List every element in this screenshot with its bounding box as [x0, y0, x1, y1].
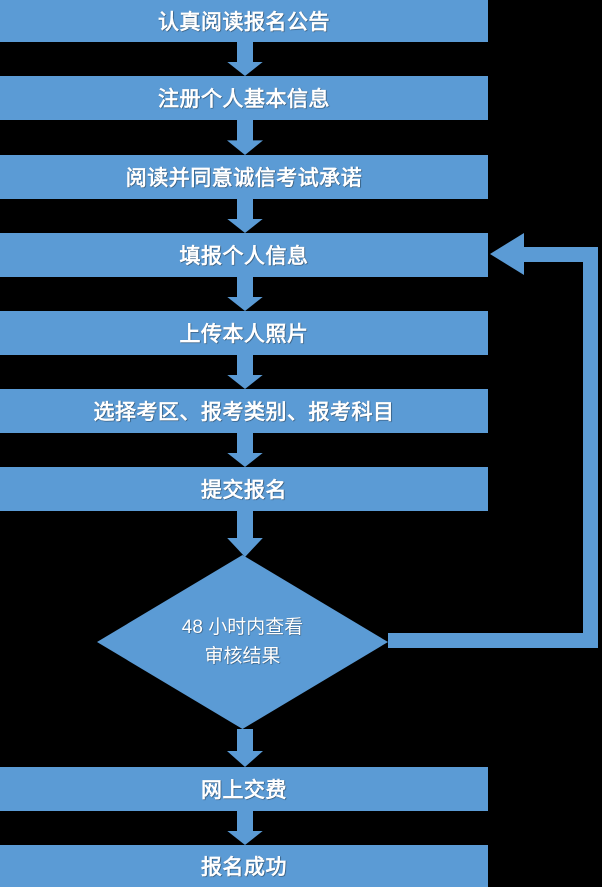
arrow-shaft [237, 729, 253, 752]
flow-node-register-basic-info[interactable]: 注册个人基本信息 [0, 76, 488, 120]
connector-arrow-down-1 [227, 42, 263, 76]
flow-node-review-result-decision[interactable]: 48 小时内查看 审核结果 [97, 555, 388, 729]
connector-arrow-down-9 [227, 811, 263, 845]
flow-node-label: 网上交费 [201, 779, 287, 802]
connector-arrow-down-4 [227, 277, 263, 311]
flow-node-label: 认真阅读报名公告 [158, 11, 330, 34]
feedback-loop-vertical-segment [583, 247, 598, 639]
connector-arrow-down-5 [227, 355, 263, 389]
arrow-shaft [237, 355, 253, 376]
flow-node-label: 阅读并同意诚信考试承诺 [125, 167, 363, 190]
flow-node-fill-personal-info[interactable]: 填报个人信息 [0, 233, 488, 277]
connector-arrow-down-6 [227, 433, 263, 467]
flow-node-label: 选择考区、报考类别、报考科目 [93, 401, 395, 424]
flow-node-label: 注册个人基本信息 [158, 88, 330, 111]
connector-arrow-down-2 [227, 120, 263, 155]
feedback-loop-arrow-head-left-icon [490, 233, 524, 275]
arrow-head-down-icon [227, 61, 263, 76]
arrow-head-down-icon [227, 296, 263, 311]
feedback-loop-bottom-segment [388, 633, 598, 648]
connector-arrow-down-7 [227, 511, 263, 557]
arrow-shaft [237, 199, 253, 220]
flow-node-select-exam-area-category-subject[interactable]: 选择考区、报考类别、报考科目 [0, 389, 488, 433]
arrow-shaft [237, 120, 253, 141]
flow-node-online-payment[interactable]: 网上交费 [0, 767, 488, 811]
flow-node-label-group: 48 小时内查看 审核结果 [97, 555, 388, 729]
flow-node-read-announcement[interactable]: 认真阅读报名公告 [0, 0, 488, 42]
flow-node-label: 上传本人照片 [179, 323, 309, 346]
arrow-head-down-icon [227, 218, 263, 233]
arrow-shaft [237, 433, 253, 454]
arrow-head-down-icon [227, 374, 263, 389]
flow-node-label: 报名成功 [201, 856, 287, 879]
arrow-shaft [237, 42, 253, 63]
flow-node-upload-photo[interactable]: 上传本人照片 [0, 311, 488, 355]
flow-node-accept-integrity-pledge[interactable]: 阅读并同意诚信考试承诺 [0, 155, 488, 199]
arrow-shaft [237, 277, 253, 298]
arrow-head-down-icon [227, 452, 263, 467]
arrow-shaft [237, 811, 253, 832]
connector-arrow-down-3 [227, 199, 263, 233]
flow-node-registration-success[interactable]: 报名成功 [0, 845, 488, 887]
flow-node-label-line2: 审核结果 [204, 646, 281, 667]
arrow-head-down-icon [227, 140, 263, 155]
arrow-head-down-icon [227, 751, 263, 767]
arrow-shaft [237, 511, 253, 539]
flow-node-label: 提交报名 [201, 479, 287, 502]
arrow-head-down-icon [227, 830, 263, 845]
flow-node-submit-application[interactable]: 提交报名 [0, 467, 488, 511]
feedback-loop-top-segment [520, 247, 590, 262]
flow-node-label-line1: 48 小时内查看 [181, 616, 304, 638]
flow-node-label: 填报个人信息 [179, 245, 309, 268]
connector-arrow-down-8 [227, 729, 263, 767]
